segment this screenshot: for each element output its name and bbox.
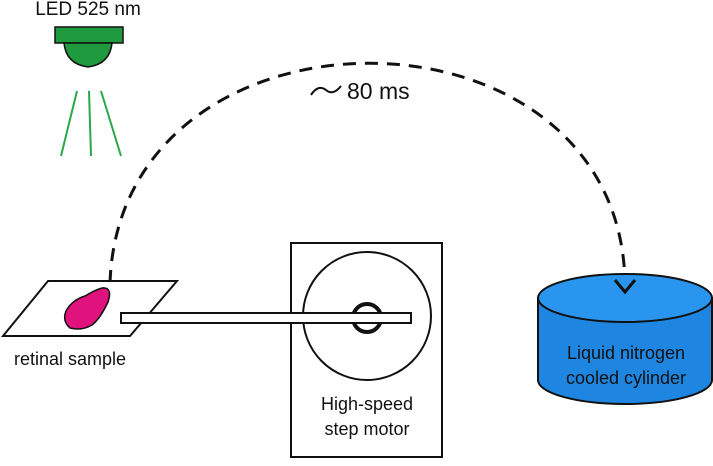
- timing-label: 80 ms: [347, 78, 410, 104]
- led-label: LED 525 nm: [35, 0, 141, 20]
- light-rays: [60, 90, 122, 157]
- cylinder-top: [537, 273, 713, 323]
- light-ray-right: [100, 90, 122, 157]
- tilde-approx-icon: [310, 85, 342, 96]
- motor-label-line1: High-speed: [321, 394, 413, 414]
- led-icon: [54, 26, 124, 68]
- led-housing: [54, 26, 124, 44]
- transfer-arm: [120, 312, 412, 324]
- led-dome: [63, 42, 113, 68]
- light-ray-center: [88, 90, 92, 157]
- cylinder-label-line1: Liquid nitrogen: [567, 343, 685, 363]
- cylinder-body: [537, 297, 713, 405]
- nitrogen-cylinder: [537, 273, 713, 405]
- retinal-sample-blob: [63, 287, 111, 330]
- cylinder-label-line2: cooled cylinder: [566, 368, 686, 388]
- light-ray-left: [60, 90, 78, 157]
- sample-label: retinal sample: [14, 349, 126, 369]
- arrowhead-down-icon: [613, 279, 637, 295]
- motor-label-line2: step motor: [324, 419, 409, 439]
- transfer-path-arc: [108, 61, 627, 284]
